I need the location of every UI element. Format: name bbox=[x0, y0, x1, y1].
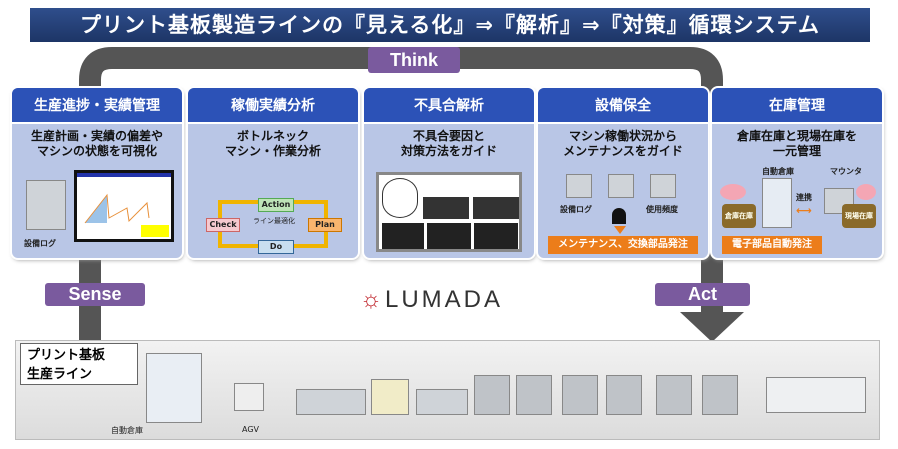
reflow-oven bbox=[766, 377, 866, 413]
lumada-sun-icon: ☼ bbox=[360, 286, 385, 313]
mounter-machine bbox=[516, 375, 552, 415]
card-subtitle: 一元管理 bbox=[772, 144, 821, 158]
card-header: 設備保全 bbox=[538, 88, 708, 124]
think-label: Think bbox=[368, 47, 460, 73]
conveyor bbox=[296, 389, 366, 415]
card-header: 在庫管理 bbox=[712, 88, 882, 124]
conveyor bbox=[416, 389, 468, 415]
agv-image bbox=[234, 383, 264, 411]
production-line-label: プリント基板生産ライン bbox=[20, 343, 138, 385]
chart-screenshot bbox=[74, 170, 174, 242]
act-arrowhead bbox=[680, 312, 744, 342]
auto-warehouse-label: 自動倉庫 bbox=[111, 426, 143, 435]
bidirectional-arrow-icon: ⟷ bbox=[796, 204, 812, 217]
reel-icon bbox=[720, 184, 746, 200]
auto-warehouse-image bbox=[146, 353, 202, 423]
card-operation-analysis: 稼働実績分析 ボトルネックマシン・作業分析 Action Check Plan … bbox=[188, 88, 358, 258]
auto-order-badge: 電子部品自動発注 bbox=[722, 236, 822, 254]
equipment-log-label: 設備ログ bbox=[24, 239, 56, 248]
lumada-logo: ☼LUMADA bbox=[360, 286, 504, 313]
reel-icon bbox=[856, 184, 876, 200]
equipment-log-label: 設備ログ bbox=[560, 205, 592, 214]
pdca-plan: Plan bbox=[308, 218, 342, 232]
machine-image bbox=[566, 174, 592, 198]
act-label: Act bbox=[655, 283, 750, 306]
sense-label: Sense bbox=[45, 283, 145, 306]
warehouse-label: 自動倉庫 bbox=[762, 167, 794, 176]
maintenance-order-badge: メンテナンス、交換部品発注 bbox=[548, 236, 698, 254]
machine-image bbox=[650, 174, 676, 198]
defect-guide-screenshot bbox=[376, 172, 522, 252]
production-line-panel: 自動倉庫 AGV bbox=[15, 340, 880, 440]
card-subtitle: マシンの状態を可視化 bbox=[36, 144, 157, 158]
auto-warehouse-image bbox=[762, 178, 792, 228]
card-maintenance: 設備保全 マシン稼働状況からメンテナンスをガイド 設備ログ 使用頻度 メンテナン… bbox=[538, 88, 708, 258]
mounter-machine bbox=[606, 375, 642, 415]
site-stock-drum: 現場在庫 bbox=[842, 204, 876, 228]
pdca-check: Check bbox=[206, 218, 240, 232]
link-label: 連携 bbox=[796, 193, 812, 202]
agv-label: AGV bbox=[242, 425, 260, 434]
card-inventory: 在庫管理 倉庫在庫と現場在庫を一元管理 自動倉庫 マウンタ 連携 ⟷ 倉庫在庫 … bbox=[712, 88, 882, 258]
mounter-image bbox=[26, 180, 66, 230]
card-header: 生産進捗・実績管理 bbox=[12, 88, 182, 124]
mounter-machine bbox=[656, 375, 692, 415]
card-subtitle: メンテナンスをガイド bbox=[563, 144, 683, 158]
pdca-do: Do bbox=[258, 240, 294, 254]
page-title: プリント基板製造ラインの『見える化』⇒『解析』⇒『対策』循環システム bbox=[30, 8, 870, 42]
mounter-machine bbox=[562, 375, 598, 415]
card-subtitle: 生産計画・実績の偏差や bbox=[30, 129, 163, 143]
printer-machine bbox=[371, 379, 409, 415]
card-subtitle: マシン稼働状況から bbox=[568, 129, 677, 143]
machine-image bbox=[608, 174, 634, 198]
card-subtitle: ボトルネック bbox=[236, 129, 309, 143]
card-header: 稼働実績分析 bbox=[188, 88, 358, 124]
mounter-label: マウンタ bbox=[830, 167, 862, 176]
card-header: 不具合解析 bbox=[364, 88, 534, 124]
warehouse-stock-drum: 倉庫在庫 bbox=[722, 204, 756, 228]
usage-frequency-label: 使用頻度 bbox=[646, 205, 678, 214]
card-subtitle: 対策方法をガイド bbox=[400, 144, 497, 158]
pdca-action: Action bbox=[258, 198, 294, 212]
mounter-machine bbox=[474, 375, 510, 415]
card-defect-analysis: 不具合解析 不具合要因と対策方法をガイド bbox=[364, 88, 534, 258]
card-subtitle: 不具合要因と bbox=[412, 129, 485, 143]
card-subtitle: 倉庫在庫と現場在庫を bbox=[736, 129, 857, 143]
down-arrow-icon bbox=[614, 226, 626, 240]
pdca-center: ライン最適化 bbox=[253, 217, 295, 225]
person-icon bbox=[612, 208, 626, 224]
card-production-progress: 生産進捗・実績管理 生産計画・実績の偏差やマシンの状態を可視化 設備ログ bbox=[12, 88, 182, 258]
card-subtitle: マシン・作業分析 bbox=[224, 144, 321, 158]
mounter-machine bbox=[702, 375, 738, 415]
